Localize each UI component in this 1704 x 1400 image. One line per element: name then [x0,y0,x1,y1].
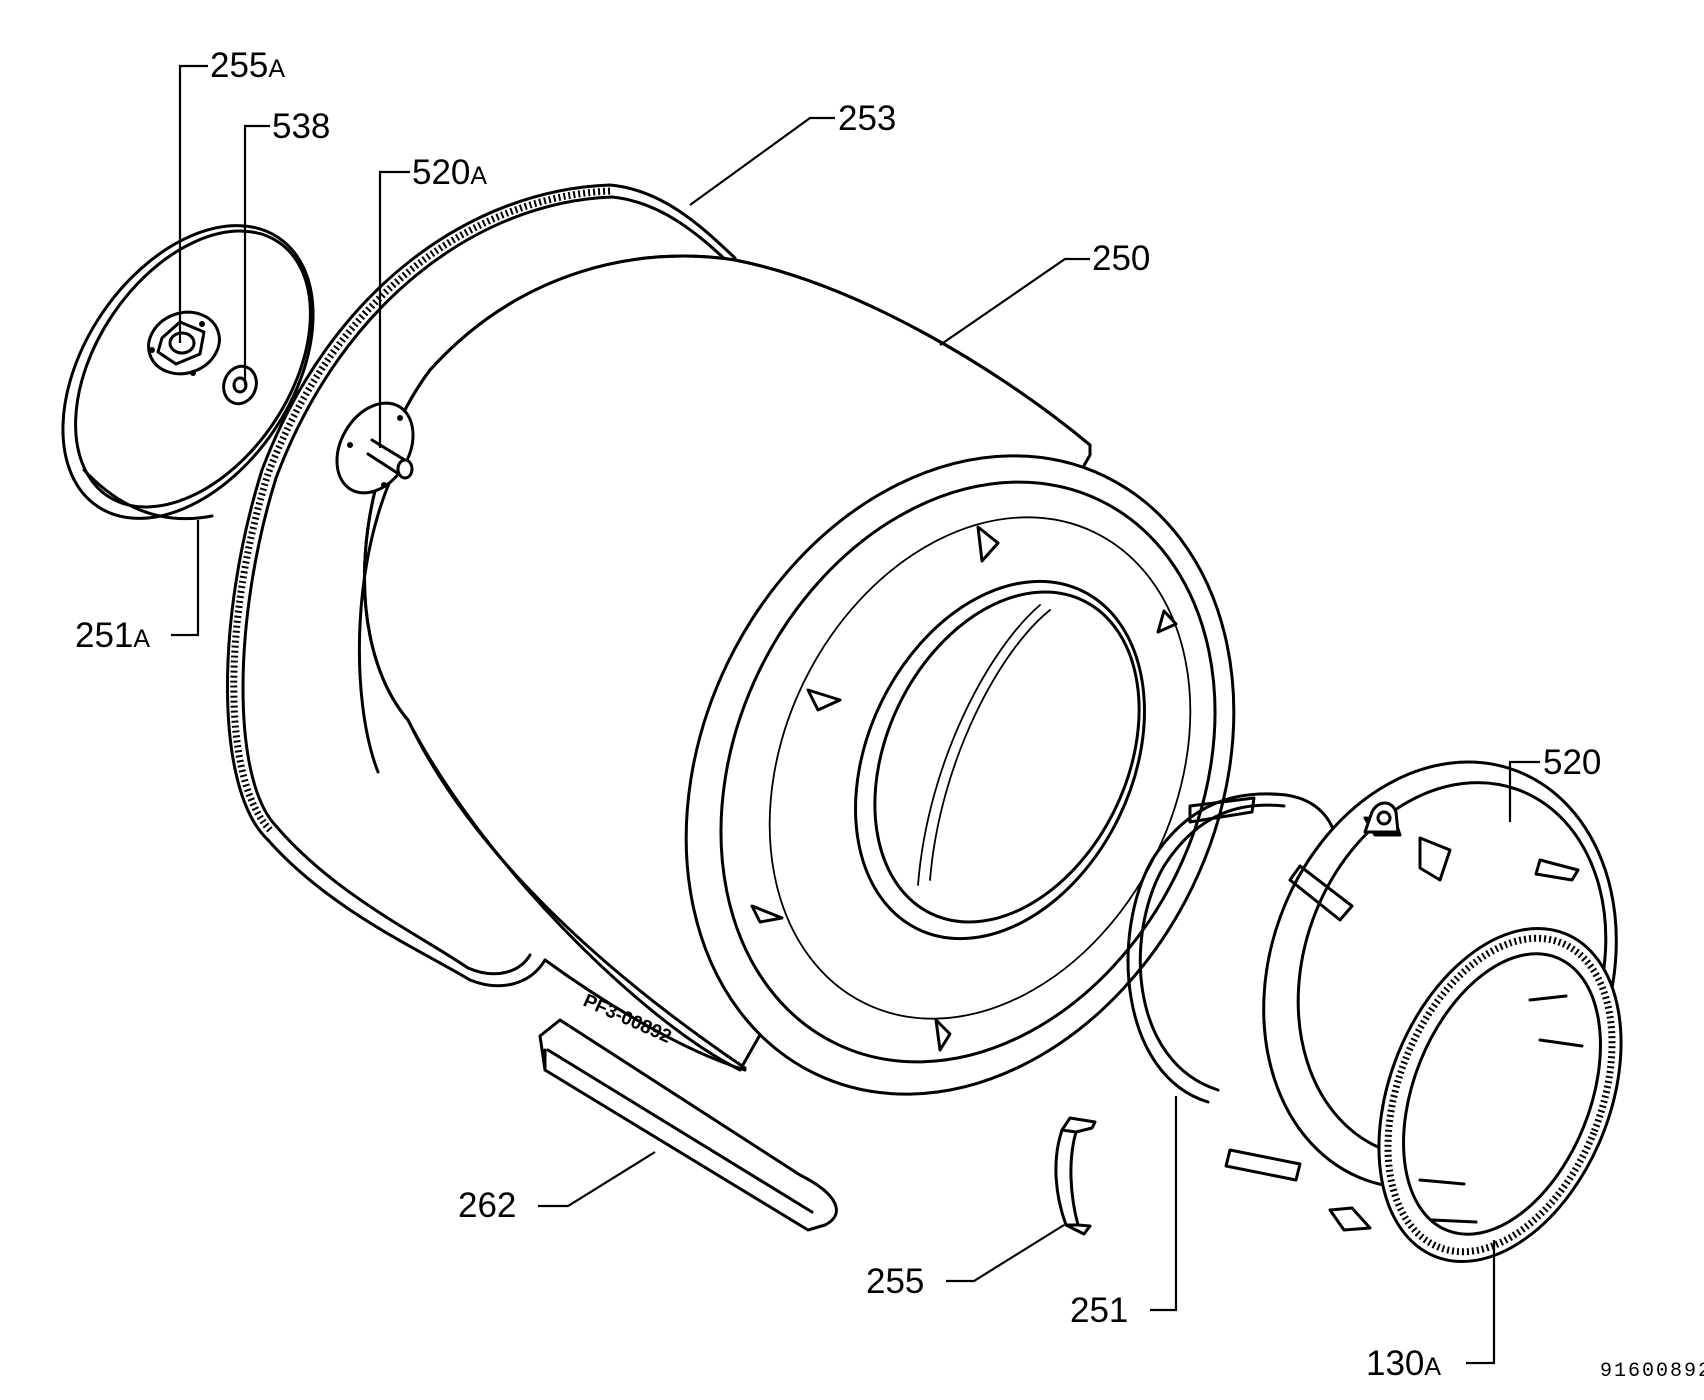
door-seal-130a [1377,926,1623,1264]
rear-bearing-plate [61,224,315,521]
label-255a: 255A [210,46,285,85]
label-520: 520 [1543,743,1601,782]
label-262: 262 [458,1186,516,1225]
clip-255 [1054,1116,1097,1236]
drum-250: PF3-00892 [335,254,1236,1096]
drawing-number: 91600892 [1600,1360,1704,1383]
label-250: 250 [1092,239,1150,278]
lifter-baffle-262 [538,1018,838,1232]
washer-538 [222,364,258,406]
label-255: 255 [866,1262,924,1301]
leader-lines [171,64,1540,1365]
label-253: 253 [838,99,896,138]
label-520a: 520A [412,153,487,192]
shaft-flange-520a [335,401,415,495]
label-251a: 251A [75,616,150,655]
label-251: 251 [1070,1291,1128,1330]
front-seal-251 [1126,792,1338,1104]
label-538: 538 [272,107,330,146]
bearing-hub-255a [147,310,221,376]
label-130a: 130A [1366,1344,1441,1383]
drum-seal-253 [225,183,737,988]
